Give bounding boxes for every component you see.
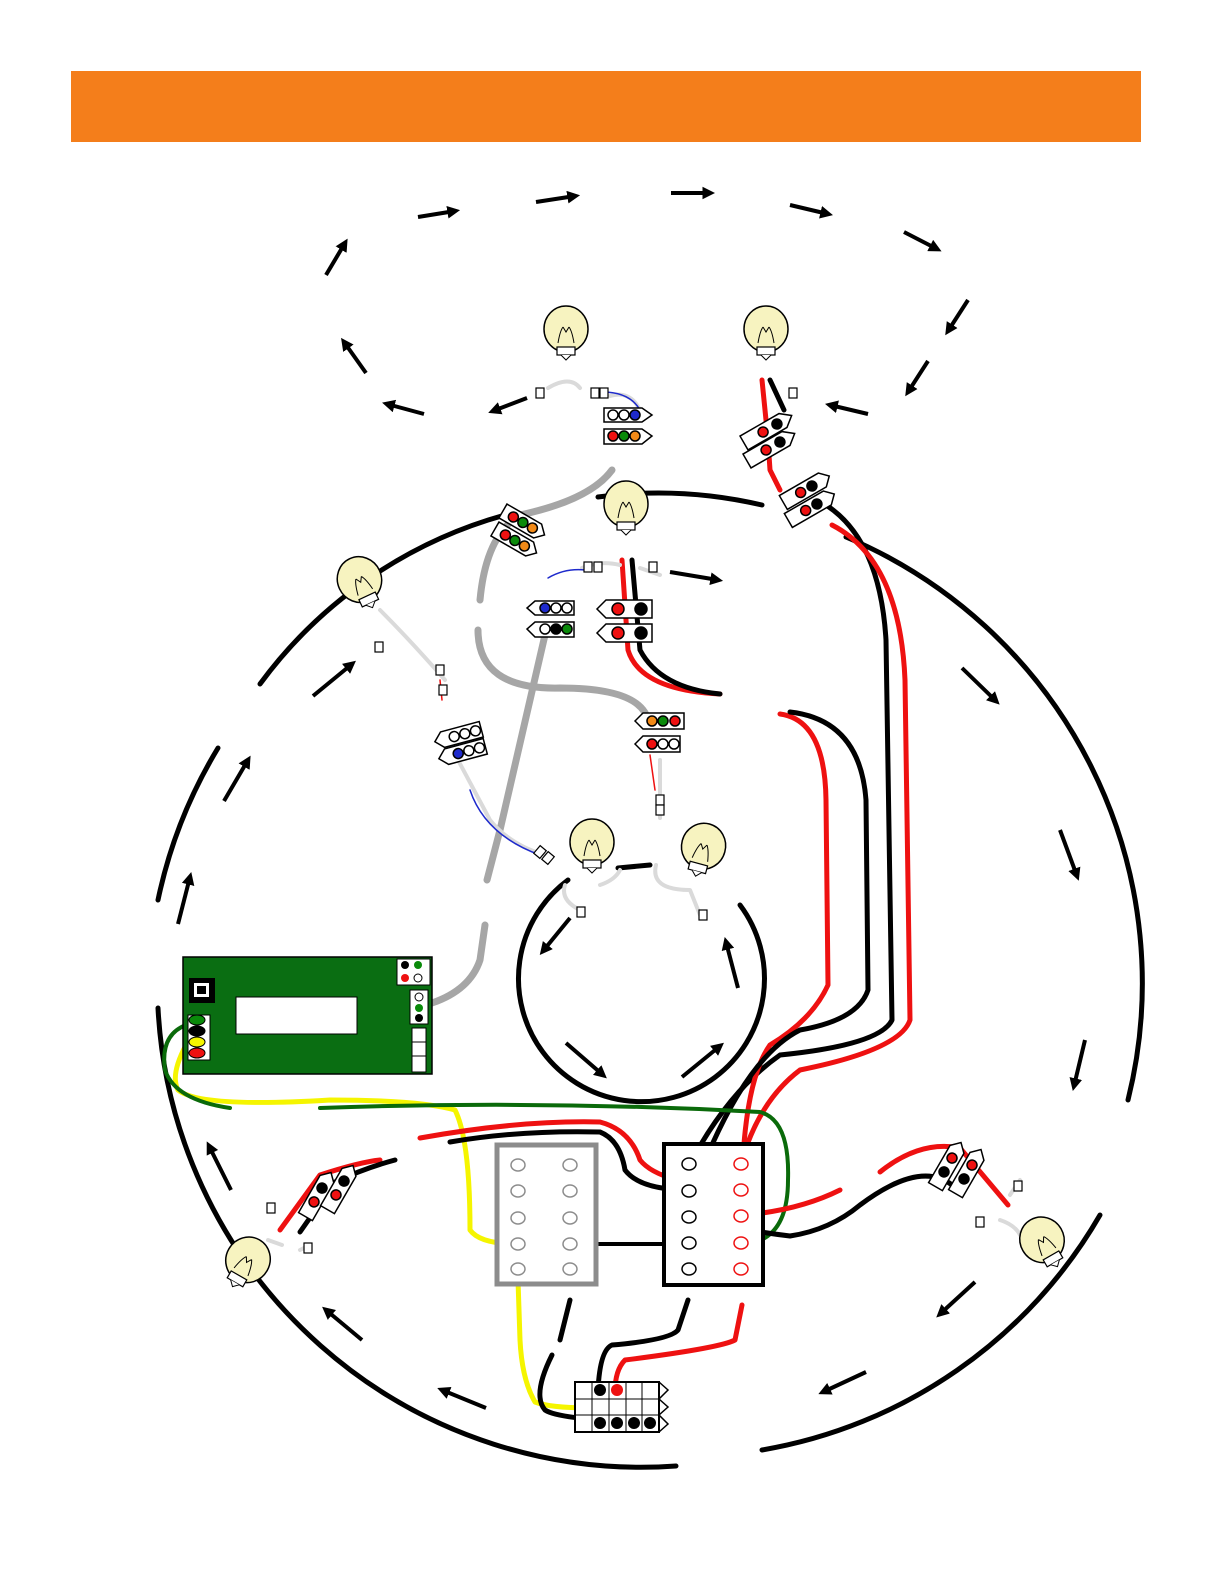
wire-connector-icon [649,562,657,572]
black-terminal-block [664,1144,763,1285]
direction-arrow-icon [1074,1040,1085,1086]
light-bulb-icon [570,819,614,873]
direction-arrow-icon [313,664,352,696]
wire-connector-icon [591,388,599,398]
wire-connector-icon [304,1243,312,1253]
light-bulb-icon [744,306,788,360]
direction-arrow-icon [326,1310,362,1340]
wire-connector-icon [577,907,585,917]
wire-connector-icon [375,642,383,652]
wire-connector-icon [594,562,602,572]
direction-arrow-icon [908,361,928,392]
wire-connector-icon [699,910,707,920]
light-bulb-icon [674,818,730,882]
wire-connector-icon [1014,1181,1022,1191]
wire-connector-icon [656,795,664,805]
wire-connector-icon [267,1203,275,1213]
signal-head-icon [527,622,574,637]
signal-head-icon [635,713,684,729]
direction-arrow-icon [670,572,718,580]
wire-connector-icon [976,1217,984,1227]
signals [299,408,988,1221]
direction-arrow-icon [962,668,996,701]
bottom-terminal-strip [575,1382,668,1432]
direction-arrow-icon [904,232,937,249]
direction-arrow-icon [1060,830,1077,876]
direction-arrow-icon [178,877,190,924]
light-bulb-icon [330,549,393,617]
wire-connector-icon [439,685,447,695]
direction-arrow-icon [344,342,366,373]
direction-arrow-icon [442,1390,486,1408]
wire-connector-icon [656,805,664,815]
signal-head-icon [604,429,652,444]
signal-head-icon [527,601,574,615]
wire-connector-icon [789,388,797,398]
direction-arrow-icon [493,398,527,411]
gray-terminal-block [497,1145,596,1284]
wire-connector-icon [536,388,544,398]
light-bulb-icon [544,306,588,360]
direction-arrow-icon [418,211,455,217]
controller-circuit-board [183,957,432,1074]
direction-arrow-icon [209,1146,231,1190]
signal-head-icon [597,600,652,618]
signal-head-icon [597,624,652,642]
direction-arrow-icon [823,1372,866,1392]
direction-arrow-icon [326,243,345,275]
signal-head-icon [635,736,680,752]
rj-jack-icon [189,978,215,1003]
direction-arrows [178,193,1085,1408]
direction-arrow-icon [726,942,738,988]
direction-arrow-icon [224,760,248,801]
signal-head-icon [604,408,652,422]
direction-arrow-icon [566,1043,603,1075]
direction-arrow-icon [830,405,868,414]
wire-connector-icon [436,665,444,675]
inner-loop-track [518,865,764,1102]
direction-arrow-icon [682,1046,720,1077]
direction-arrow-icon [387,404,424,414]
direction-arrow-icon [948,300,968,331]
direction-arrow-icon [790,205,828,214]
direction-arrow-icon [940,1282,975,1314]
light-bulb-icon [604,481,648,535]
direction-arrow-icon [543,918,570,951]
direction-arrow-icon [536,196,575,202]
wire-connector-icon [584,562,592,572]
wire-connector-icon [600,388,608,398]
